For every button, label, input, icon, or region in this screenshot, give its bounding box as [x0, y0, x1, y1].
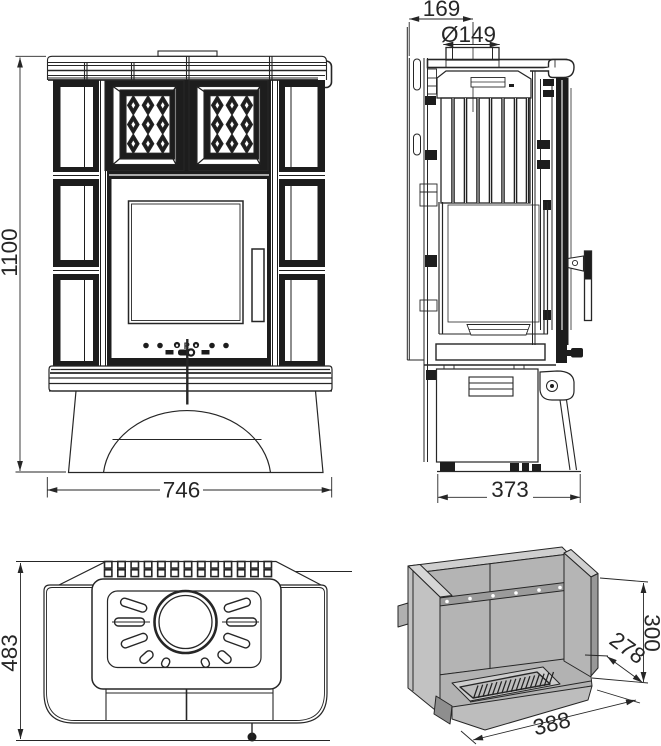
svg-text:169: 169 [423, 0, 461, 21]
svg-text:483: 483 [0, 634, 22, 672]
svg-text:746: 746 [163, 478, 201, 503]
svg-text:300: 300 [640, 614, 661, 652]
svg-text:1100: 1100 [0, 228, 22, 276]
svg-text:373: 373 [491, 477, 529, 502]
svg-text:Ø149: Ø149 [441, 22, 496, 47]
